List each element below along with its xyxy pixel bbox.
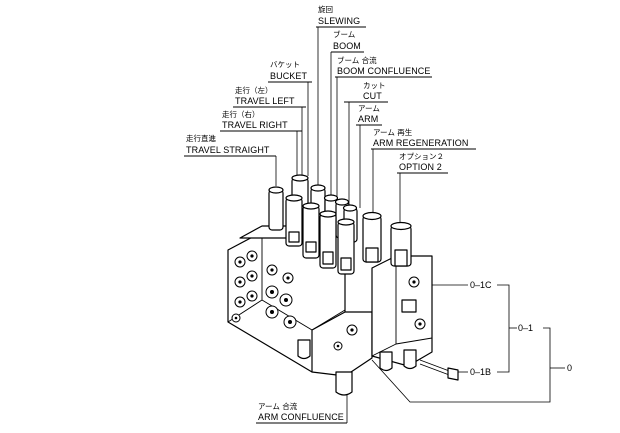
bucket-en: BUCKET: [270, 71, 308, 81]
arm-jp: アーム: [358, 104, 380, 113]
label-slewing: 旋回 SLEWING: [316, 4, 366, 28]
travel-straight-en: TRAVEL STRAIGHT: [186, 145, 270, 155]
label-option2: オプション２ OPTION 2: [397, 152, 448, 174]
boom-en: BOOM: [333, 41, 361, 51]
valve-body: [227, 225, 459, 396]
code-0-1b: 0–1B: [470, 367, 491, 377]
label-arm: アーム ARM: [356, 104, 382, 126]
code-0: 0: [567, 363, 572, 373]
cut-jp: カット: [363, 81, 386, 90]
travel-left-jp: 走行（左）: [235, 85, 273, 95]
option2-en: OPTION 2: [399, 162, 442, 172]
option2-jp: オプション２: [399, 152, 444, 161]
boom-confluence-jp: ブーム 合流: [337, 55, 377, 65]
arm-confluence-en: ARM CONFLUENCE: [258, 412, 344, 422]
arm-confluence-jp: アーム 合流: [258, 401, 298, 411]
cut-en: CUT: [363, 91, 382, 101]
arm-regeneration-en: ARM REGENERATION: [373, 138, 468, 148]
arm-en: ARM: [358, 114, 378, 124]
code-0-1c: 0–1C: [470, 280, 492, 290]
arm-regeneration-jp: アーム 再生: [373, 127, 413, 137]
cap-travel-straight: [268, 186, 284, 231]
travel-right-jp: 走行（右）: [222, 109, 260, 119]
travel-right-en: TRAVEL RIGHT: [222, 120, 288, 130]
label-cut: カット CUT: [344, 81, 388, 103]
label-arm-regeneration: アーム 再生 ARM REGENERATION: [371, 127, 476, 150]
port-holes-left: [231, 250, 297, 329]
label-boom: ブーム BOOM: [331, 29, 364, 53]
cap-option2: [390, 221, 412, 267]
label-travel-straight: 走行直進 TRAVEL STRAIGHT: [184, 133, 276, 157]
code-0-1: 0–1: [518, 323, 533, 333]
label-bucket: バケット BUCKET: [268, 60, 312, 83]
slewing-en: SLEWING: [318, 16, 360, 26]
cap-arm-regeneration: [362, 211, 382, 263]
label-travel-right: 走行（右） TRAVEL RIGHT: [220, 109, 302, 132]
cap-front-mid: [319, 210, 337, 269]
cap-arm: [337, 218, 355, 275]
spool-caps: [268, 174, 412, 275]
label-boom-confluence: ブーム 合流 BOOM CONFLUENCE: [335, 55, 432, 78]
cap-bucket: [302, 202, 320, 259]
leader-lines: [275, 27, 565, 423]
boom-confluence-en: BOOM CONFLUENCE: [337, 66, 431, 76]
bucket-jp: バケット: [270, 60, 300, 69]
travel-left-en: TRAVEL LEFT: [235, 96, 295, 106]
cap-travel-right: [285, 194, 303, 247]
boom-jp: ブーム: [333, 29, 355, 39]
label-arm-confluence: アーム 合流 ARM CONFLUENCE: [256, 401, 347, 424]
travel-straight-jp: 走行直進: [186, 133, 216, 143]
label-travel-left: 走行（左） TRAVEL LEFT: [233, 85, 306, 108]
slewing-jp: 旋回: [318, 4, 333, 14]
